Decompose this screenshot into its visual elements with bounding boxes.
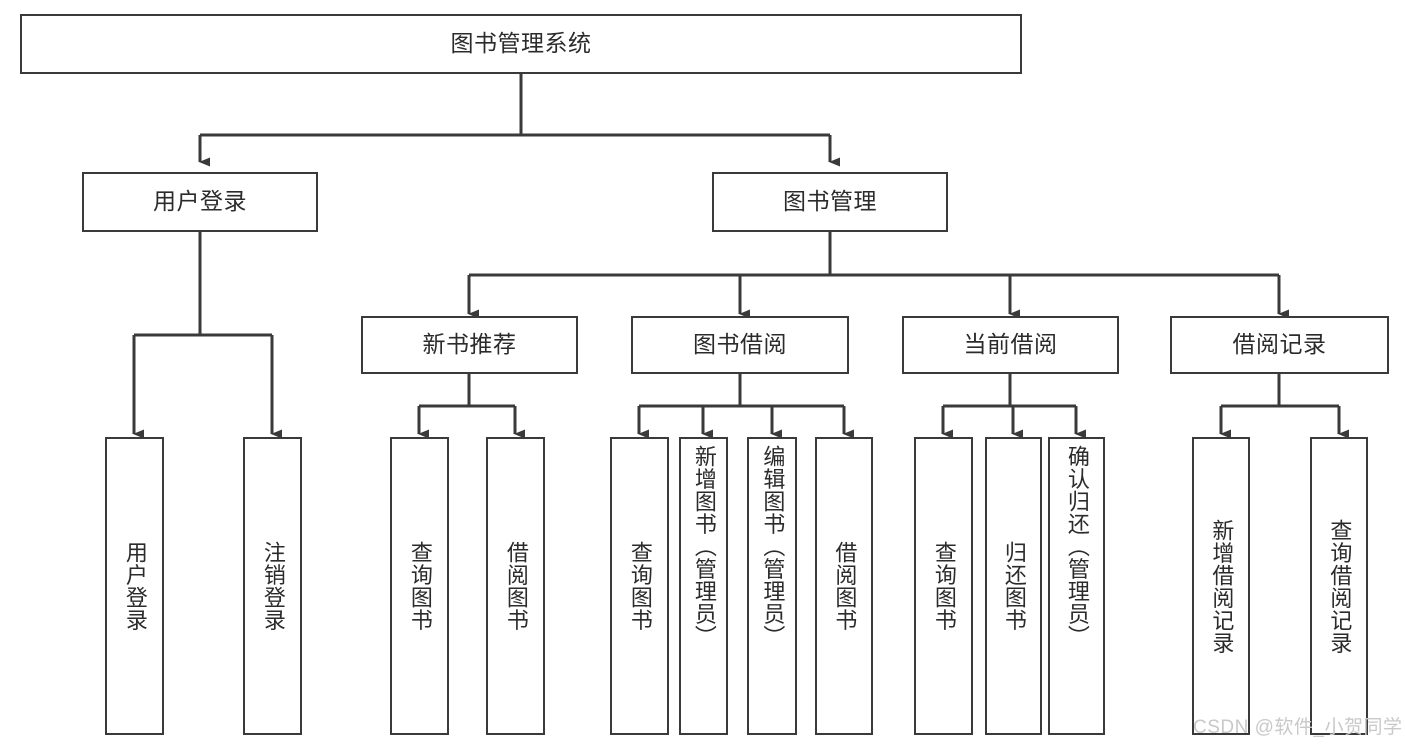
node-leaf-query-record-label: 查询借阅记录 [1327, 518, 1353, 654]
node-borrow-record[interactable]: 借阅记录 [1170, 316, 1389, 374]
node-user-login-label: 用户登录 [153, 188, 247, 215]
node-root[interactable]: 图书管理系统 [20, 14, 1022, 74]
node-leaf-borrow-book-2[interactable]: 借阅图书 [815, 437, 873, 735]
node-root-label: 图书管理系统 [450, 30, 592, 57]
node-leaf-borrow-book-2-label: 借阅图书 [832, 541, 858, 631]
node-leaf-confirm-return-label: 确认归还（管理员） [1064, 445, 1090, 648]
node-leaf-return-book[interactable]: 归还图书 [985, 437, 1042, 735]
node-current-borrow-label: 当前借阅 [963, 331, 1058, 358]
node-leaf-borrow-book-1-label: 借阅图书 [503, 541, 529, 631]
node-leaf-borrow-book-1[interactable]: 借阅图书 [486, 437, 545, 735]
node-current-borrow[interactable]: 当前借阅 [902, 316, 1119, 374]
node-leaf-query-book-2[interactable]: 查询图书 [610, 437, 669, 735]
node-leaf-confirm-return[interactable]: 确认归还（管理员） [1048, 437, 1105, 735]
node-new-book-rec[interactable]: 新书推荐 [361, 316, 578, 374]
node-leaf-query-record[interactable]: 查询借阅记录 [1310, 437, 1368, 735]
node-book-manage[interactable]: 图书管理 [712, 172, 948, 232]
node-leaf-edit-book[interactable]: 编辑图书（管理员） [747, 437, 797, 735]
node-user-login[interactable]: 用户登录 [82, 172, 318, 232]
node-leaf-edit-book-label: 编辑图书（管理员） [760, 445, 786, 648]
node-leaf-user-login-label: 用户登录 [122, 541, 148, 631]
node-leaf-add-book-label: 新增图书（管理员） [691, 445, 717, 648]
node-book-manage-label: 图书管理 [783, 188, 877, 215]
node-leaf-query-book-3[interactable]: 查询图书 [914, 437, 973, 735]
node-leaf-query-book-2-label: 查询图书 [627, 541, 653, 631]
node-leaf-logout[interactable]: 注销登录 [243, 437, 302, 735]
node-leaf-add-record-label: 新增借阅记录 [1209, 518, 1235, 654]
node-leaf-return-book-label: 归还图书 [1001, 541, 1027, 631]
node-leaf-query-book-3-label: 查询图书 [931, 541, 957, 631]
node-leaf-add-book[interactable]: 新增图书（管理员） [679, 437, 728, 735]
node-book-borrow[interactable]: 图书借阅 [631, 316, 849, 374]
node-borrow-record-label: 借阅记录 [1232, 331, 1327, 358]
node-leaf-logout-label: 注销登录 [260, 541, 286, 631]
node-leaf-user-login[interactable]: 用户登录 [105, 437, 164, 735]
node-new-book-rec-label: 新书推荐 [422, 331, 517, 358]
node-leaf-query-book-1-label: 查询图书 [407, 541, 433, 631]
node-book-borrow-label: 图书借阅 [693, 331, 787, 358]
watermark: CSDN @软件_小贺同学 [1193, 717, 1403, 738]
node-leaf-query-book-1[interactable]: 查询图书 [390, 437, 449, 735]
node-leaf-add-record[interactable]: 新增借阅记录 [1192, 437, 1250, 735]
